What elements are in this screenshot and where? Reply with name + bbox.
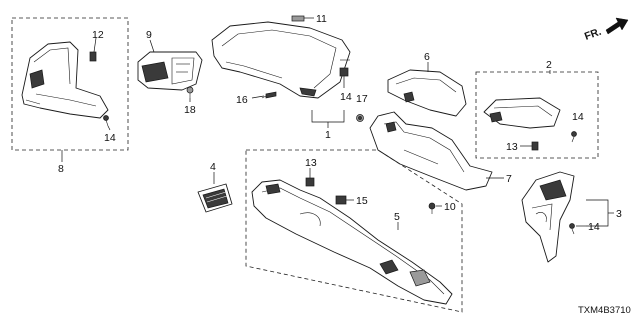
air-vent-part-4	[197, 183, 233, 213]
diagram-code: TXM4B3710	[578, 305, 631, 316]
callout-18: 18	[184, 104, 196, 116]
callout-16: 16	[236, 94, 248, 106]
callout-2: 2	[546, 59, 552, 71]
callout-3: 3	[616, 208, 622, 220]
callout-14c: 14	[572, 111, 584, 123]
callout-13a: 13	[305, 157, 317, 169]
switch-panel-part-9	[137, 51, 203, 91]
callout-14b: 14	[340, 91, 352, 103]
callout-9: 9	[146, 29, 152, 41]
callout-7: 7	[506, 173, 512, 185]
front-arrow-icon	[605, 17, 629, 35]
callout-15: 15	[356, 195, 368, 207]
callout-8: 8	[58, 163, 64, 175]
meter-hood-part-1	[211, 21, 351, 99]
clip-part-18	[186, 86, 194, 98]
clip-part-14c	[571, 131, 577, 143]
callout-14a: 14	[104, 132, 116, 144]
clip-part-13a	[305, 177, 315, 187]
callout-1: 1	[325, 129, 331, 141]
clip-part-11	[291, 15, 305, 22]
clip-part-15	[335, 195, 347, 205]
callout-6: 6	[424, 51, 430, 63]
screw-part-14a	[103, 115, 109, 127]
meter-visor-part-8	[21, 41, 109, 119]
group-box-2	[475, 71, 599, 159]
switch-cover-part-2	[483, 97, 561, 129]
dash-garnish-part-5	[251, 179, 453, 305]
callout-12: 12	[92, 29, 104, 41]
callout-11: 11	[316, 13, 327, 25]
callout-10: 10	[444, 201, 456, 213]
lower-column-cover-part-7	[369, 111, 493, 191]
screw-part-14d	[569, 223, 575, 235]
clip-part-12	[89, 51, 97, 62]
clip-part-13b	[531, 141, 539, 151]
front-label: FR.	[583, 26, 603, 43]
callout-17: 17	[356, 93, 368, 105]
callout-14d: 14	[588, 221, 600, 233]
screw-part-16	[261, 91, 277, 99]
upper-column-cover-part-6	[387, 69, 467, 117]
clip-part-17	[356, 114, 364, 122]
side-panel-part-3	[521, 171, 575, 263]
callout-4: 4	[210, 161, 216, 173]
group-box-8	[11, 17, 129, 151]
callout-5: 5	[394, 211, 400, 223]
callout-13b: 13	[506, 141, 518, 153]
screw-part-10	[428, 202, 436, 214]
front-direction-indicator: FR.	[583, 17, 629, 43]
clip-part-14b	[339, 67, 349, 77]
